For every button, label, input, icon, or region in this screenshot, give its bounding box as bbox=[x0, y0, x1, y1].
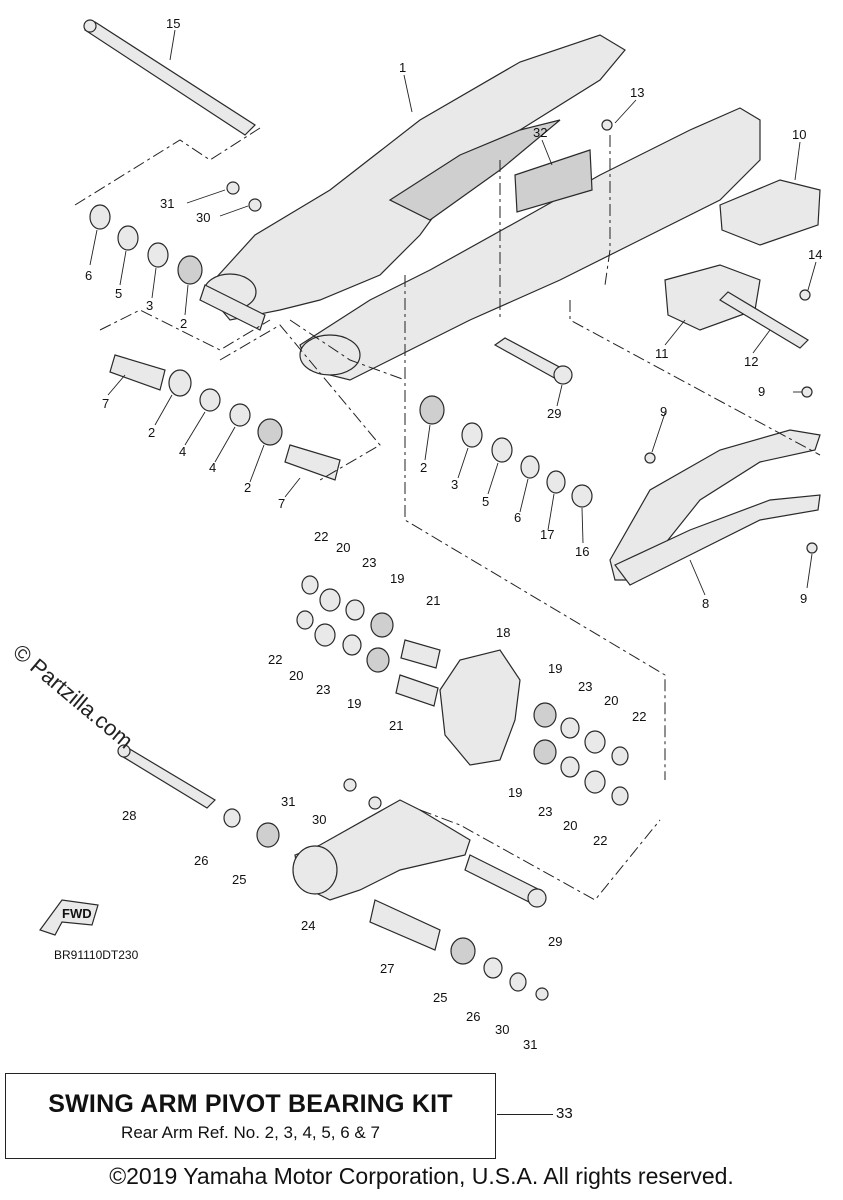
callout-labels: 1 15 13 32 10 31 30 14 6 5 3 2 11 12 7 2… bbox=[85, 16, 822, 1052]
forward-arrow-icon: FWD bbox=[39, 899, 99, 936]
callout-13: 13 bbox=[630, 85, 644, 100]
callout-7: 7 bbox=[278, 496, 285, 511]
callout-3: 3 bbox=[146, 298, 153, 313]
bolt-29-upper[interactable] bbox=[493, 337, 573, 385]
callout-6: 6 bbox=[85, 268, 92, 283]
phantom-lines bbox=[74, 127, 821, 901]
relay-arm-18[interactable] bbox=[439, 649, 521, 766]
callout-26: 26 bbox=[194, 853, 208, 868]
callout-15: 15 bbox=[166, 16, 180, 31]
kit-title: SWING ARM PIVOT BEARING KIT bbox=[48, 1090, 453, 1118]
callout-30: 30 bbox=[196, 210, 210, 225]
callout-7: 7 bbox=[102, 396, 109, 411]
bolt-28[interactable] bbox=[117, 744, 216, 809]
callout-32: 32 bbox=[533, 125, 547, 140]
pivot-bearings-left-upper[interactable] bbox=[89, 204, 266, 331]
callout-26: 26 bbox=[466, 1009, 480, 1024]
callout-20: 20 bbox=[336, 540, 350, 555]
callout-21: 21 bbox=[389, 718, 403, 733]
callout-20: 20 bbox=[604, 693, 618, 708]
callout-10: 10 bbox=[792, 127, 806, 142]
callout-25: 25 bbox=[433, 990, 447, 1005]
kit-info-box: SWING ARM PIVOT BEARING KIT Rear Arm Ref… bbox=[5, 1073, 496, 1159]
guide-11[interactable] bbox=[664, 264, 761, 331]
callout-24: 24 bbox=[301, 918, 315, 933]
callout-23: 23 bbox=[578, 679, 592, 694]
pivot-shaft-15[interactable] bbox=[83, 19, 256, 136]
callout-3: 3 bbox=[451, 477, 458, 492]
bolt-12[interactable] bbox=[719, 291, 809, 349]
callout-12: 12 bbox=[744, 354, 758, 369]
callout-31: 31 bbox=[281, 794, 295, 809]
upper-fasteners[interactable] bbox=[226, 119, 818, 554]
callout-29: 29 bbox=[547, 406, 561, 421]
chain-guard-plate-32[interactable] bbox=[514, 149, 593, 213]
callout-17: 17 bbox=[540, 527, 554, 542]
relay-bearings[interactable] bbox=[296, 575, 629, 806]
callout-11: 11 bbox=[655, 346, 669, 361]
callout-31: 31 bbox=[160, 196, 174, 211]
swing-arm[interactable] bbox=[203, 34, 761, 381]
pivot-bearings-left-lower[interactable] bbox=[109, 354, 341, 481]
leader-lines bbox=[89, 29, 817, 596]
callout-14: 14 bbox=[808, 247, 822, 262]
callout-22: 22 bbox=[632, 709, 646, 724]
callout-9: 9 bbox=[660, 404, 667, 419]
callout-33: 33 bbox=[556, 1105, 573, 1122]
pivot-bearings-right[interactable] bbox=[419, 395, 593, 508]
callout-22: 22 bbox=[314, 529, 328, 544]
callout-23: 23 bbox=[538, 804, 552, 819]
chain-slider-8[interactable] bbox=[609, 429, 821, 586]
callout-19: 19 bbox=[390, 571, 404, 586]
callout-5: 5 bbox=[482, 494, 489, 509]
callout-6: 6 bbox=[514, 510, 521, 525]
callout-2: 2 bbox=[244, 480, 251, 495]
drawing-code: BR91110DT230 bbox=[54, 948, 139, 962]
lower-fasteners[interactable] bbox=[223, 778, 549, 1001]
callout-20: 20 bbox=[563, 818, 577, 833]
callout-9: 9 bbox=[758, 384, 765, 399]
callout-1: 1 bbox=[399, 60, 406, 75]
callout-28: 28 bbox=[122, 808, 136, 823]
bracket-10[interactable] bbox=[719, 179, 821, 246]
callout-27: 27 bbox=[380, 961, 394, 976]
callout-30: 30 bbox=[312, 812, 326, 827]
connecting-rod-24[interactable] bbox=[292, 799, 471, 901]
callout-19: 19 bbox=[548, 661, 562, 676]
callout-9: 9 bbox=[800, 591, 807, 606]
callout-2: 2 bbox=[180, 316, 187, 331]
copyright-footer: ©2019 Yamaha Motor Corporation, U.S.A. A… bbox=[109, 1163, 734, 1189]
kit-subtitle: Rear Arm Ref. No. 2, 3, 4, 5, 6 & 7 bbox=[121, 1123, 380, 1142]
callout-19: 19 bbox=[508, 785, 522, 800]
callout-25: 25 bbox=[232, 872, 246, 887]
callout-22: 22 bbox=[268, 652, 282, 667]
callout-23: 23 bbox=[316, 682, 330, 697]
callout-4: 4 bbox=[209, 460, 216, 475]
callout-19: 19 bbox=[347, 696, 361, 711]
callout-31: 31 bbox=[523, 1037, 537, 1052]
callout-18: 18 bbox=[496, 625, 510, 640]
callout-30: 30 bbox=[495, 1022, 509, 1037]
callout-2: 2 bbox=[420, 460, 427, 475]
callout-23: 23 bbox=[362, 555, 376, 570]
callout-2: 2 bbox=[148, 425, 155, 440]
callout-5: 5 bbox=[115, 286, 122, 301]
callout-29: 29 bbox=[548, 934, 562, 949]
kit-leader-line bbox=[497, 1114, 553, 1115]
callout-8: 8 bbox=[702, 596, 709, 611]
callout-22: 22 bbox=[593, 833, 607, 848]
callout-21: 21 bbox=[426, 593, 440, 608]
callout-16: 16 bbox=[575, 544, 589, 559]
fwd-label: FWD bbox=[62, 906, 92, 921]
callout-4: 4 bbox=[179, 444, 186, 459]
callout-20: 20 bbox=[289, 668, 303, 683]
